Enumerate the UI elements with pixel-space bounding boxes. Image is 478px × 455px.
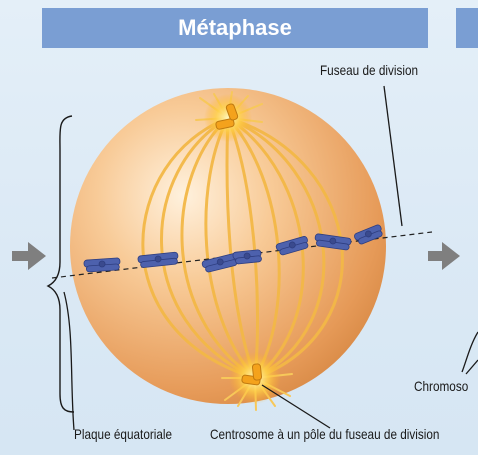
- right-arrow-icon: [428, 242, 460, 270]
- centrosome-icon: [204, 94, 252, 142]
- spindle-fibers: [141, 116, 344, 380]
- chromosome-label: Chromoso: [414, 378, 469, 394]
- right-arrow-icon: [12, 242, 46, 270]
- leader-lines: [63, 85, 478, 431]
- centrosome-icon: [229, 352, 281, 404]
- chromosomes: [83, 224, 383, 273]
- next-panel-banner: [456, 8, 478, 48]
- equatorial-plate-label: Plaque équatoriale: [74, 426, 173, 442]
- title-banner: Métaphase: [42, 8, 428, 48]
- spindle-label: Fuseau de division: [320, 62, 419, 78]
- equatorial-plate-brace: [46, 115, 75, 413]
- centrosome-label: Centrosome à un pôle du fuseau de divisi…: [210, 426, 440, 442]
